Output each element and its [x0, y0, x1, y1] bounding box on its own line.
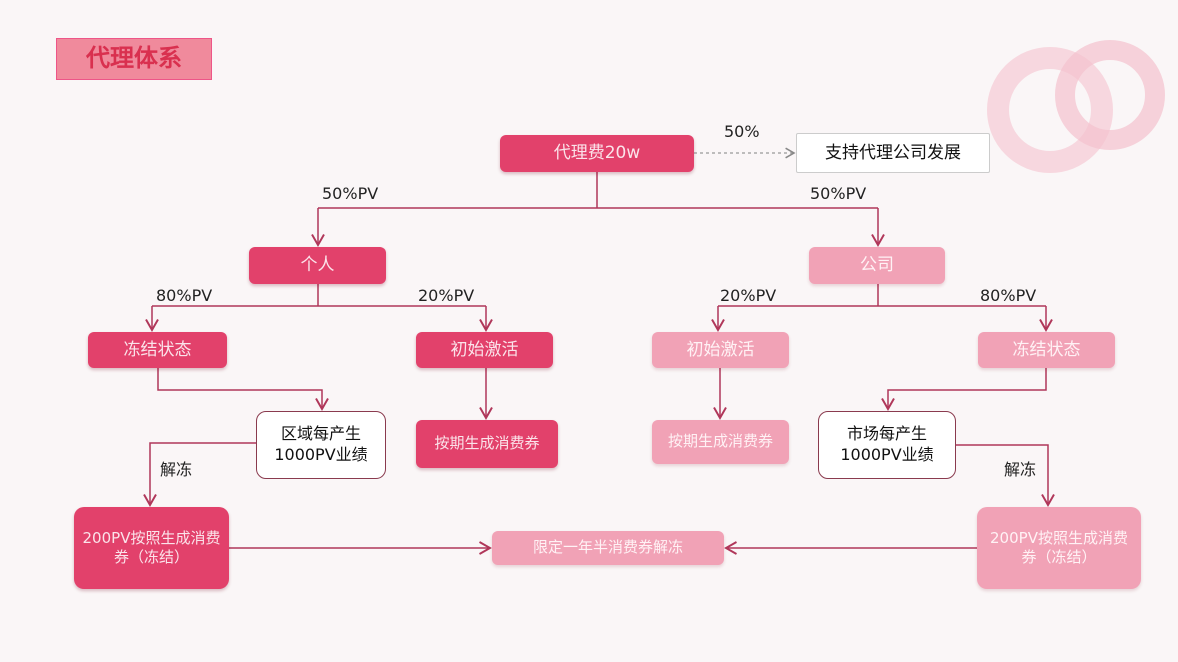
node-support-company: 支持代理公司发展 [796, 133, 990, 173]
node-frozen-left: 冻结状态 [88, 332, 227, 368]
label-right-pv: 50%PV [810, 184, 867, 203]
node-region-performance: 区域每产生 1000PV业绩 [256, 411, 386, 479]
node-frozen-right: 冻结状态 [978, 332, 1115, 368]
node-voucher-right: 按期生成消费券 [652, 420, 789, 464]
label-unfreeze-left: 解冻 [160, 460, 193, 479]
node-personal: 个人 [249, 247, 386, 284]
node-company: 公司 [809, 247, 945, 284]
node-frozen-voucher-left: 200PV按照生成消费券（冻结） [74, 507, 229, 589]
label-personal-20: 20%PV [418, 286, 475, 305]
logo-decoration-icon [987, 40, 1165, 173]
node-activate-left: 初始激活 [416, 332, 553, 368]
node-agent-fee: 代理费20w [500, 135, 694, 172]
node-activate-right: 初始激活 [652, 332, 789, 368]
label-personal-80: 80%PV [156, 286, 213, 305]
label-company-20: 20%PV [720, 286, 777, 305]
node-frozen-voucher-right: 200PV按照生成消费券（冻结） [977, 507, 1141, 589]
label-support-pct: 50% [724, 122, 760, 141]
node-market-performance: 市场每产生 1000PV业绩 [818, 411, 956, 479]
section-title: 代理体系 [56, 38, 212, 80]
node-unfreeze-center: 限定一年半消费券解冻 [492, 531, 724, 565]
node-voucher-left: 按期生成消费券 [416, 420, 558, 468]
label-company-80: 80%PV [980, 286, 1037, 305]
label-unfreeze-right: 解冻 [1004, 460, 1037, 479]
label-left-pv: 50%PV [322, 184, 379, 203]
